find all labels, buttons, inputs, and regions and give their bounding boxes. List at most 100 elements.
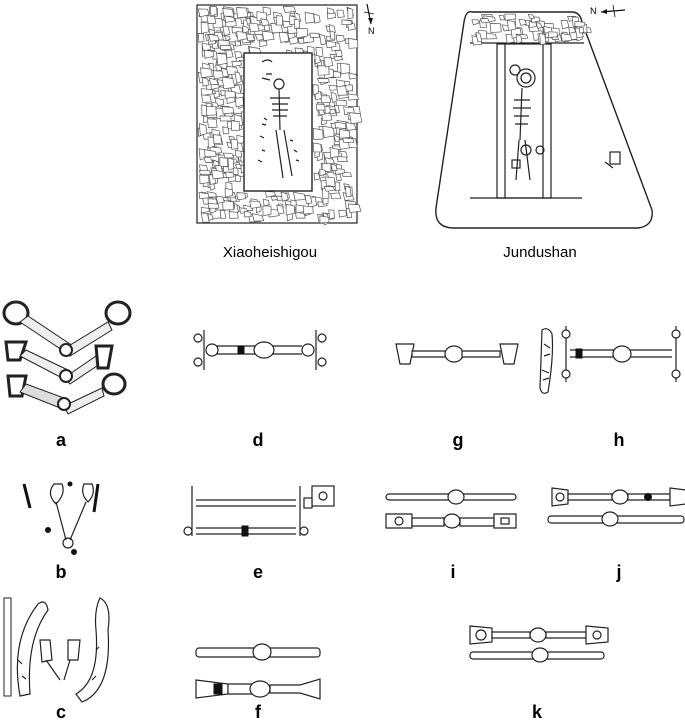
stone: [199, 174, 210, 185]
stone: [223, 15, 236, 23]
stone: [230, 120, 240, 131]
stone: [282, 6, 297, 13]
bit-g: [395, 343, 519, 365]
stone: [248, 22, 260, 33]
stone: [323, 186, 336, 192]
stone: [207, 212, 214, 221]
stone: [334, 181, 341, 192]
stone: [201, 77, 209, 87]
stone: [222, 25, 231, 36]
stone: [270, 195, 279, 201]
stone: [211, 169, 225, 180]
stone: [201, 42, 212, 52]
stone: [335, 99, 347, 106]
stone: [234, 174, 242, 183]
bit-d: [193, 330, 327, 370]
stone: [324, 105, 331, 115]
stone: [222, 152, 235, 159]
stone: [207, 202, 220, 209]
stone: [334, 121, 347, 129]
stone: [224, 90, 236, 99]
stone: [200, 22, 209, 34]
stone: [330, 163, 338, 171]
stone: [293, 18, 300, 30]
stone: [507, 19, 517, 31]
stone: [335, 34, 345, 43]
panel-label-d: d: [252, 430, 264, 450]
bit-c: [3, 597, 110, 703]
stone: [249, 200, 262, 209]
stone: [200, 207, 210, 214]
stone: [518, 18, 528, 26]
panel-label-j: j: [616, 562, 622, 582]
bit-i: [385, 489, 517, 529]
stone: [547, 31, 558, 38]
stone: [329, 30, 336, 40]
stone: [347, 7, 354, 20]
stone: [319, 168, 326, 177]
stone: [222, 126, 230, 135]
stone: [324, 157, 335, 165]
panel-label-a: a: [55, 430, 66, 450]
stone: [347, 93, 360, 101]
stone: [227, 157, 235, 171]
stone: [209, 5, 218, 17]
stone: [245, 33, 256, 42]
stone: [315, 47, 324, 57]
panel-label-k: k: [531, 702, 542, 722]
panel-label-i: i: [450, 562, 456, 582]
bit-k: [469, 625, 609, 663]
stone: [204, 49, 215, 59]
stone: [208, 77, 219, 85]
panel-label-c: c: [55, 702, 66, 722]
stone: [285, 203, 295, 216]
stone: [224, 188, 234, 198]
stone: [201, 94, 212, 103]
stone: [323, 57, 334, 68]
stone: [475, 32, 483, 43]
stone: [262, 205, 272, 217]
bit-h: [539, 326, 681, 394]
stone: [309, 32, 320, 38]
stone: [335, 168, 345, 175]
stone: [347, 22, 356, 31]
stone: [339, 128, 351, 139]
stone: [498, 14, 505, 21]
stone: [574, 20, 586, 27]
stone: [328, 209, 335, 220]
stone: [335, 50, 343, 58]
stone: [197, 8, 210, 18]
stone: [222, 8, 235, 17]
stone: [228, 211, 239, 219]
stone: [215, 64, 223, 72]
stone: [234, 71, 242, 84]
stone: [312, 84, 319, 96]
stone: [243, 210, 252, 218]
site-label-xiaoheishigou: Xiaoheishigou: [222, 244, 318, 261]
north-label-left: N: [368, 26, 375, 36]
stone: [335, 173, 342, 181]
stone: [504, 13, 517, 21]
stone: [319, 215, 330, 224]
stone: [213, 134, 222, 145]
stone: [535, 21, 543, 29]
stone: [341, 19, 352, 26]
stone: [208, 33, 220, 42]
bit-a: [2, 300, 132, 415]
stone: [479, 18, 490, 24]
stone: [206, 15, 217, 24]
stone: [349, 112, 363, 125]
stone: [344, 185, 352, 198]
stone: [224, 35, 231, 42]
stone: [314, 54, 321, 65]
bit-b: [22, 481, 100, 555]
stone: [280, 191, 289, 202]
stone: [221, 76, 236, 90]
stone: [207, 136, 215, 149]
stone: [260, 18, 270, 27]
stone: [262, 198, 270, 207]
stone: [326, 7, 335, 15]
stone: [336, 156, 348, 162]
